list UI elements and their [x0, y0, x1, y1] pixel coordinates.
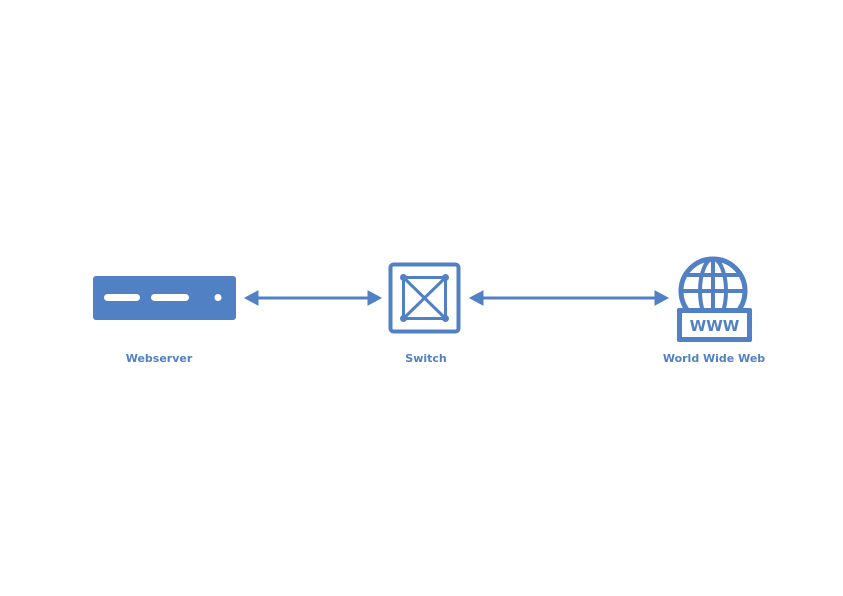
- arrowhead-right: [367, 290, 383, 306]
- node-label-www: World Wide Web: [662, 352, 766, 365]
- www-badge-inner: [682, 313, 747, 337]
- server-led: [214, 294, 222, 301]
- switch-icon[interactable]: [388, 262, 461, 334]
- connector-switch-www: [468, 290, 670, 306]
- www-badge-text: WWW: [690, 317, 740, 335]
- server-slot-2: [151, 294, 189, 301]
- globe-www-icon[interactable]: WWW: [677, 256, 752, 342]
- node-label-switch: Switch: [405, 352, 447, 365]
- server-slot-1: [104, 294, 140, 301]
- server-icon[interactable]: [93, 276, 236, 320]
- arrowhead-left: [243, 290, 259, 306]
- arrowhead-right: [654, 290, 670, 306]
- connector-webserver-switch: [243, 290, 383, 306]
- arrowhead-left: [468, 290, 484, 306]
- node-label-webserver: Webserver: [125, 352, 193, 365]
- globe-icon: [678, 256, 748, 326]
